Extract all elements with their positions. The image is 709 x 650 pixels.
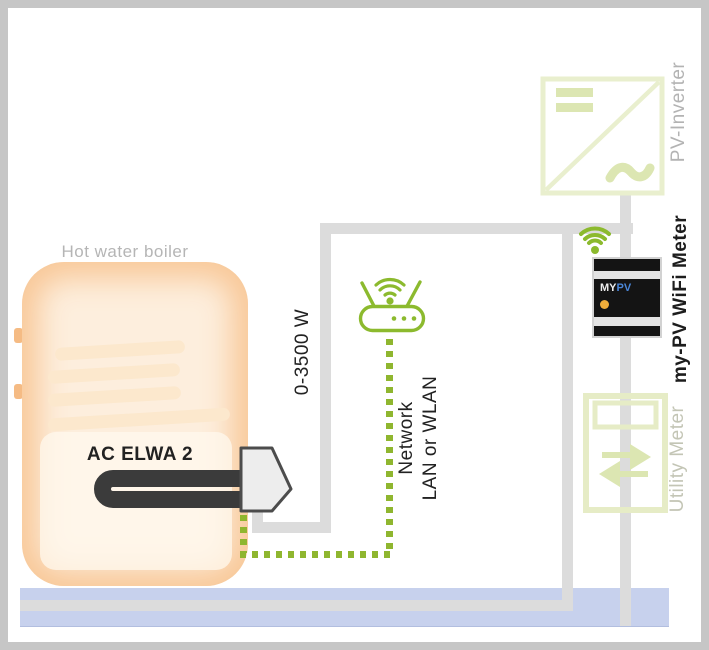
arrow-right-head bbox=[630, 444, 651, 470]
ac-tilde-symbol bbox=[605, 162, 655, 183]
utility-meter-display bbox=[592, 400, 659, 430]
arrow-connector-icon bbox=[239, 446, 293, 513]
pv-inverter-label: PV-Inverter bbox=[668, 61, 689, 163]
mypv-wifi-meter-device: MYPV bbox=[592, 257, 662, 338]
router-wifi-icon bbox=[374, 277, 406, 305]
power-line-to-elwa bbox=[252, 522, 331, 533]
wifi-meter-label: my-PV WiFi Meter bbox=[670, 214, 691, 384]
arrow-left-head bbox=[599, 461, 620, 487]
router-icon bbox=[358, 277, 426, 333]
pv-inverter-diagonal bbox=[544, 80, 661, 192]
meter-bottom-bar bbox=[594, 326, 660, 336]
ac-elwa-2-label: AC ELWA 2 bbox=[86, 444, 194, 465]
router-dot bbox=[401, 316, 407, 321]
network-dotted-elwa bbox=[240, 515, 247, 553]
router-dot bbox=[391, 316, 397, 321]
meter-bottom-rail bbox=[594, 317, 660, 326]
boiler-pipe-top bbox=[14, 328, 23, 343]
network-label: Network LAN or WLAN bbox=[395, 363, 443, 513]
utility-meter-box bbox=[583, 393, 668, 513]
arrow-right-shaft bbox=[602, 452, 630, 458]
meter-top-rail bbox=[594, 271, 660, 279]
wifi-icon bbox=[579, 226, 611, 254]
meter-led bbox=[600, 300, 609, 309]
router-antenna-right bbox=[404, 280, 422, 310]
pv-inverter-icon bbox=[540, 76, 665, 196]
power-line-left-vertical bbox=[320, 223, 331, 533]
logo-pv: PV bbox=[616, 282, 632, 294]
power-line-elwa-stub bbox=[252, 509, 263, 533]
utility-meter-icon bbox=[583, 393, 668, 513]
router-dot bbox=[411, 316, 417, 321]
utility-meter-label: Utility Meter bbox=[667, 405, 688, 513]
dc-symbol-bar bbox=[556, 103, 593, 112]
power-line-top bbox=[320, 223, 633, 234]
network-label-line1: Network bbox=[396, 401, 418, 475]
network-label-line2: LAN or WLAN bbox=[420, 375, 441, 501]
network-dotted-horizontal bbox=[240, 551, 396, 558]
mypv-logo: MYPV bbox=[600, 282, 631, 294]
arrow-left-shaft bbox=[620, 471, 648, 477]
power-line-in-mains bbox=[20, 600, 573, 611]
meter-body: MYPV bbox=[594, 279, 660, 317]
network-dotted-router bbox=[386, 339, 393, 553]
hot-water-boiler-label: Hot water boiler bbox=[61, 242, 189, 261]
pv-meter-line bbox=[620, 195, 631, 626]
dc-symbol-bar bbox=[556, 88, 593, 97]
heating-element-icon bbox=[94, 470, 252, 508]
logo-my: MY bbox=[600, 282, 617, 294]
power-range-label: 0-3500 W bbox=[292, 308, 313, 396]
meter-top-bar bbox=[594, 259, 660, 271]
power-line-right-vertical bbox=[562, 223, 573, 611]
boiler-pipe-bottom bbox=[14, 384, 23, 399]
router-antenna-left bbox=[360, 281, 377, 310]
